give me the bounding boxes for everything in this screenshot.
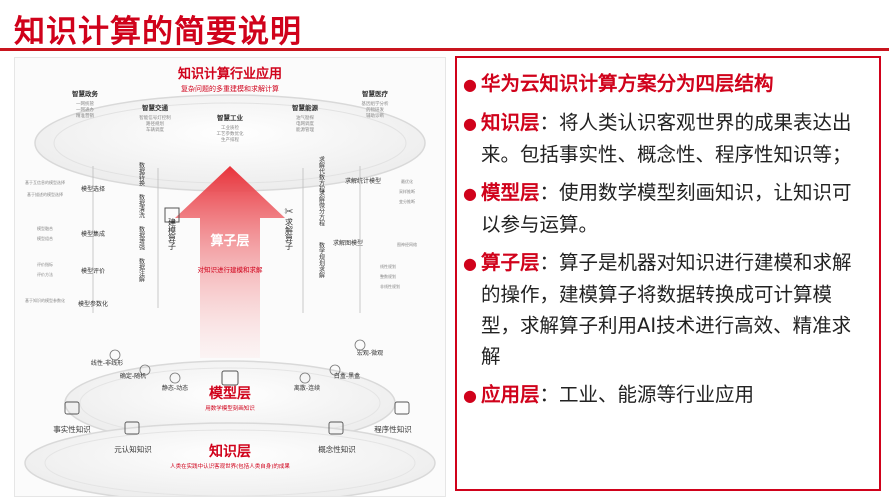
svg-text:工业质检: 工业质检 <box>221 124 239 131</box>
knowledge-items: 事实性知识 元认知知识 概念性知识 程序性知识 <box>53 401 412 454</box>
page-title: 知识计算的简要说明 <box>14 14 302 50</box>
svg-text:数据转换: 数据转换 <box>138 161 145 187</box>
summary-item-application: ●应用层：工业、能源等行业应用 <box>463 379 867 411</box>
app-layer-subtitle: 复杂问题的多重建模和求解计算 <box>181 84 279 93</box>
summary-item-knowledge: ●知识层：将人类认识客观世界的成果表达出来。包括事实性、概念性、程序性知识等； <box>463 107 867 170</box>
svg-text:事实性知识: 事实性知识 <box>53 424 91 434</box>
svg-text:求解微分方程: 求解微分方程 <box>318 189 325 227</box>
svg-text:模型组合: 模型组合 <box>37 235 53 241</box>
svg-text:智慧交通: 智慧交通 <box>142 103 169 112</box>
model-layer-title: 模型层 <box>209 385 251 402</box>
knowledge-disc <box>24 422 436 496</box>
svg-text:整数规划: 整数规划 <box>380 273 396 279</box>
svg-text:模型评价: 模型评价 <box>81 267 105 275</box>
svg-text:元认知知识: 元认知知识 <box>114 444 152 454</box>
svg-text:基因组学分析: 基因组学分析 <box>362 100 389 107</box>
svg-text:智慧能源: 智慧能源 <box>292 103 319 112</box>
svg-text:建模算子: 建模算子 <box>168 217 177 250</box>
app-layer-title: 知识计算行业应用 <box>178 66 282 82</box>
summary-heading: ●华为云知识计算方案分为四层结构 <box>463 68 867 100</box>
svg-text:模型集成: 模型集成 <box>81 230 105 238</box>
app-node-0: 智慧政务 一网统管 一网通办 精准营销 <box>72 89 99 119</box>
svg-text:基于互信息的模型选择: 基于互信息的模型选择 <box>25 179 65 185</box>
svg-text:一网通办: 一网通办 <box>76 106 94 113</box>
svg-text:车辆调度: 车辆调度 <box>146 126 164 133</box>
svg-text:电网调度: 电网调度 <box>296 120 314 127</box>
svg-text:模型选择: 模型选择 <box>81 185 105 193</box>
summary-item-operator: ●算子层：算子是机器对知识进行建模和求解的操作，建模算子将数据转换成可计算模型，… <box>463 247 867 372</box>
svg-text:变分推断: 变分推断 <box>399 198 415 204</box>
svg-text:求解算子: 求解算子 <box>285 217 294 250</box>
app-node-3: 智慧能源 油气勘探 电网调度 能源管理 <box>292 103 319 133</box>
model-layer-icon <box>221 370 239 386</box>
title-underline <box>0 48 889 51</box>
svg-text:精准营销: 精准营销 <box>76 112 94 119</box>
svg-text:白盒-黑盒: 白盒-黑盒 <box>334 372 360 380</box>
svg-text:工艺参数优化: 工艺参数优化 <box>217 130 244 137</box>
svg-text:生产排程: 生产排程 <box>221 136 239 143</box>
svg-text:智能信号灯控制: 智能信号灯控制 <box>139 114 171 121</box>
svg-text:概念性知识: 概念性知识 <box>318 444 356 454</box>
svg-text:数学规划求解: 数学规划求解 <box>318 241 325 279</box>
solving-operator-icon: ✂ <box>284 205 293 218</box>
svg-text:模型参数化: 模型参数化 <box>78 300 108 308</box>
svg-text:数据清洗: 数据清洗 <box>138 193 145 219</box>
operator-layer-title: 算子层 <box>210 233 249 249</box>
svg-text:求解代数方程: 求解代数方程 <box>318 155 325 193</box>
svg-text:基于知识的模型参数化: 基于知识的模型参数化 <box>25 297 65 303</box>
model-layer-subtitle: 用数学模型刻画知识 <box>205 404 255 412</box>
bullet-icon: ● <box>463 114 477 133</box>
svg-text:模型融合: 模型融合 <box>37 225 53 231</box>
bullet-icon: ● <box>463 75 477 94</box>
svg-text:确定-随机: 确定-随机 <box>120 372 146 380</box>
svg-text:线性规划: 线性规划 <box>380 263 396 269</box>
svg-text:路径规划: 路径规划 <box>146 120 164 127</box>
svg-text:采样推断: 采样推断 <box>399 188 415 194</box>
knowledge-layer-subtitle: 人类在实践中认识客观世界(包括人类自身)的成果 <box>170 462 290 470</box>
svg-text:非线性规划: 非线性规划 <box>380 283 400 289</box>
svg-text:智慧医疗: 智慧医疗 <box>362 89 389 98</box>
svg-text:数据注解: 数据注解 <box>138 257 145 283</box>
svg-text:评价方法: 评价方法 <box>37 271 53 277</box>
knowledge-layer-title: 知识层 <box>209 443 251 460</box>
upward-arrow-icon <box>175 166 285 358</box>
svg-text:图神经网络: 图神经网络 <box>397 241 417 247</box>
bullet-icon: ● <box>463 184 477 203</box>
architecture-diagram: 知识计算行业应用 复杂问题的多重建模和求解计算 智慧政务 一网统管 一网通办 精… <box>14 57 446 497</box>
app-node-1: 智慧交通 智能信号灯控制 路径规划 车辆调度 <box>139 103 171 133</box>
modeling-operator: 建模算子 数据转换 数据清洗 数据增强 数据注解 模型选择 模型集成 模型评价 … <box>25 161 180 313</box>
svg-text:智慧工业: 智慧工业 <box>217 113 244 122</box>
summary-box: ●华为云知识计算方案分为四层结构 ●知识层：将人类认识客观世界的成果表达出来。包… <box>455 56 881 491</box>
svg-text:宏观-微观: 宏观-微观 <box>357 349 383 357</box>
model-items: 线性-非线形 确定-随机 静态-动态 离散-连续 白盒-黑盒 宏观-微观 <box>91 339 383 392</box>
svg-text:能源管理: 能源管理 <box>296 126 314 133</box>
summary-item-model: ●模型层：使用数学模型刻画知识，让知识可以参与运算。 <box>463 177 867 240</box>
modeling-operator-icon <box>164 207 180 223</box>
svg-text:求解统计模型: 求解统计模型 <box>345 177 381 185</box>
svg-text:最优化: 最优化 <box>401 178 413 184</box>
bullet-icon: ● <box>463 254 477 273</box>
svg-text:静态-动态: 静态-动态 <box>162 384 188 392</box>
knowledge-disc-ring <box>44 429 416 496</box>
svg-text:一网统管: 一网统管 <box>76 100 94 107</box>
svg-text:数据增强: 数据增强 <box>138 225 145 251</box>
svg-text:评价指标: 评价指标 <box>37 261 53 267</box>
app-node-2: 智慧工业 工业质检 工艺参数优化 生产排程 <box>217 113 244 143</box>
svg-text:油气勘探: 油气勘探 <box>296 114 314 121</box>
svg-text:基于描述的模型选择: 基于描述的模型选择 <box>27 191 63 197</box>
app-node-4: 智慧医疗 基因组学分析 药物研发 辅助诊断 <box>362 89 389 119</box>
svg-text:线性-非线形: 线性-非线形 <box>91 359 123 367</box>
svg-text:药物研发: 药物研发 <box>366 106 384 113</box>
svg-text:智慧政务: 智慧政务 <box>72 89 99 98</box>
bullet-icon: ● <box>463 386 477 405</box>
svg-text:程序性知识: 程序性知识 <box>374 424 412 434</box>
svg-text:离散-连续: 离散-连续 <box>294 384 320 392</box>
svg-text:求解图模型: 求解图模型 <box>333 239 363 247</box>
operator-layer-subtitle: 对知识进行建模和求解 <box>198 265 264 274</box>
svg-text:辅助诊断: 辅助诊断 <box>366 112 384 119</box>
solving-operator: ✂ 求解算子 求解代数方程 求解统计模型 求解微分方程 求解图模型 数学规划求解… <box>284 155 417 313</box>
